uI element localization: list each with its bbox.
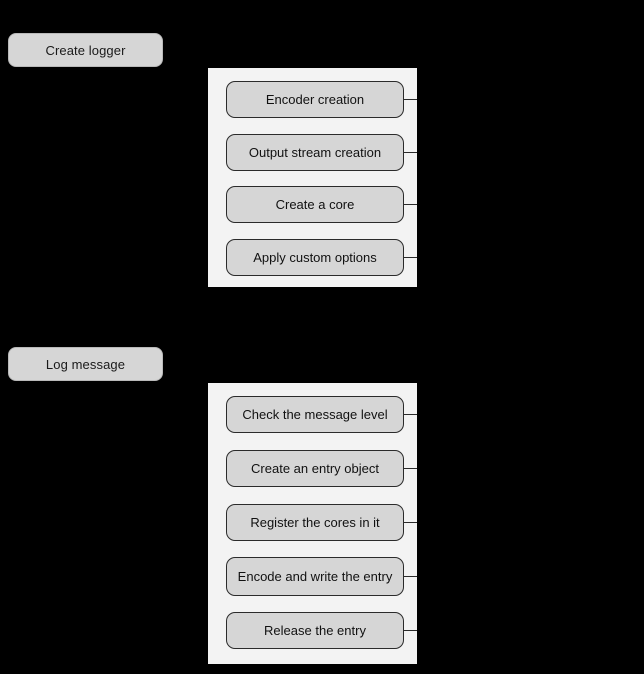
step-box[interactable]: Apply custom options bbox=[226, 239, 404, 276]
step-connector bbox=[404, 468, 417, 469]
step-connector bbox=[404, 152, 417, 153]
phase-label-log-message[interactable]: Log message bbox=[8, 347, 163, 381]
phase-label-text: Create logger bbox=[45, 42, 126, 58]
step-label: Create an entry object bbox=[251, 460, 379, 476]
step-connector bbox=[404, 522, 417, 523]
step-box[interactable]: Output stream creation bbox=[226, 134, 404, 171]
step-label: Register the cores in it bbox=[250, 514, 380, 530]
step-label: Apply custom options bbox=[253, 249, 377, 265]
step-connector bbox=[404, 576, 417, 577]
step-box[interactable]: Create an entry object bbox=[226, 450, 404, 487]
step-connector bbox=[404, 414, 417, 415]
step-connector bbox=[404, 204, 417, 205]
step-label: Create a core bbox=[275, 196, 355, 212]
step-box[interactable]: Encode and write the entry bbox=[226, 557, 404, 596]
step-label: Encoder creation bbox=[265, 91, 365, 107]
step-label: Check the message level bbox=[242, 406, 388, 422]
step-box[interactable]: Release the entry bbox=[226, 612, 404, 649]
step-box[interactable]: Register the cores in it bbox=[226, 504, 404, 541]
step-connector bbox=[404, 630, 417, 631]
step-connector bbox=[404, 99, 417, 100]
step-label: Output stream creation bbox=[248, 144, 382, 160]
step-label: Encode and write the entry bbox=[237, 568, 393, 584]
phase-label-text: Log message bbox=[45, 356, 126, 372]
step-box[interactable]: Encoder creation bbox=[226, 81, 404, 118]
step-box[interactable]: Create a core bbox=[226, 186, 404, 223]
step-box[interactable]: Check the message level bbox=[226, 396, 404, 433]
step-connector bbox=[404, 257, 417, 258]
phase-label-create-logger[interactable]: Create logger bbox=[8, 33, 163, 67]
step-label: Release the entry bbox=[264, 622, 366, 638]
